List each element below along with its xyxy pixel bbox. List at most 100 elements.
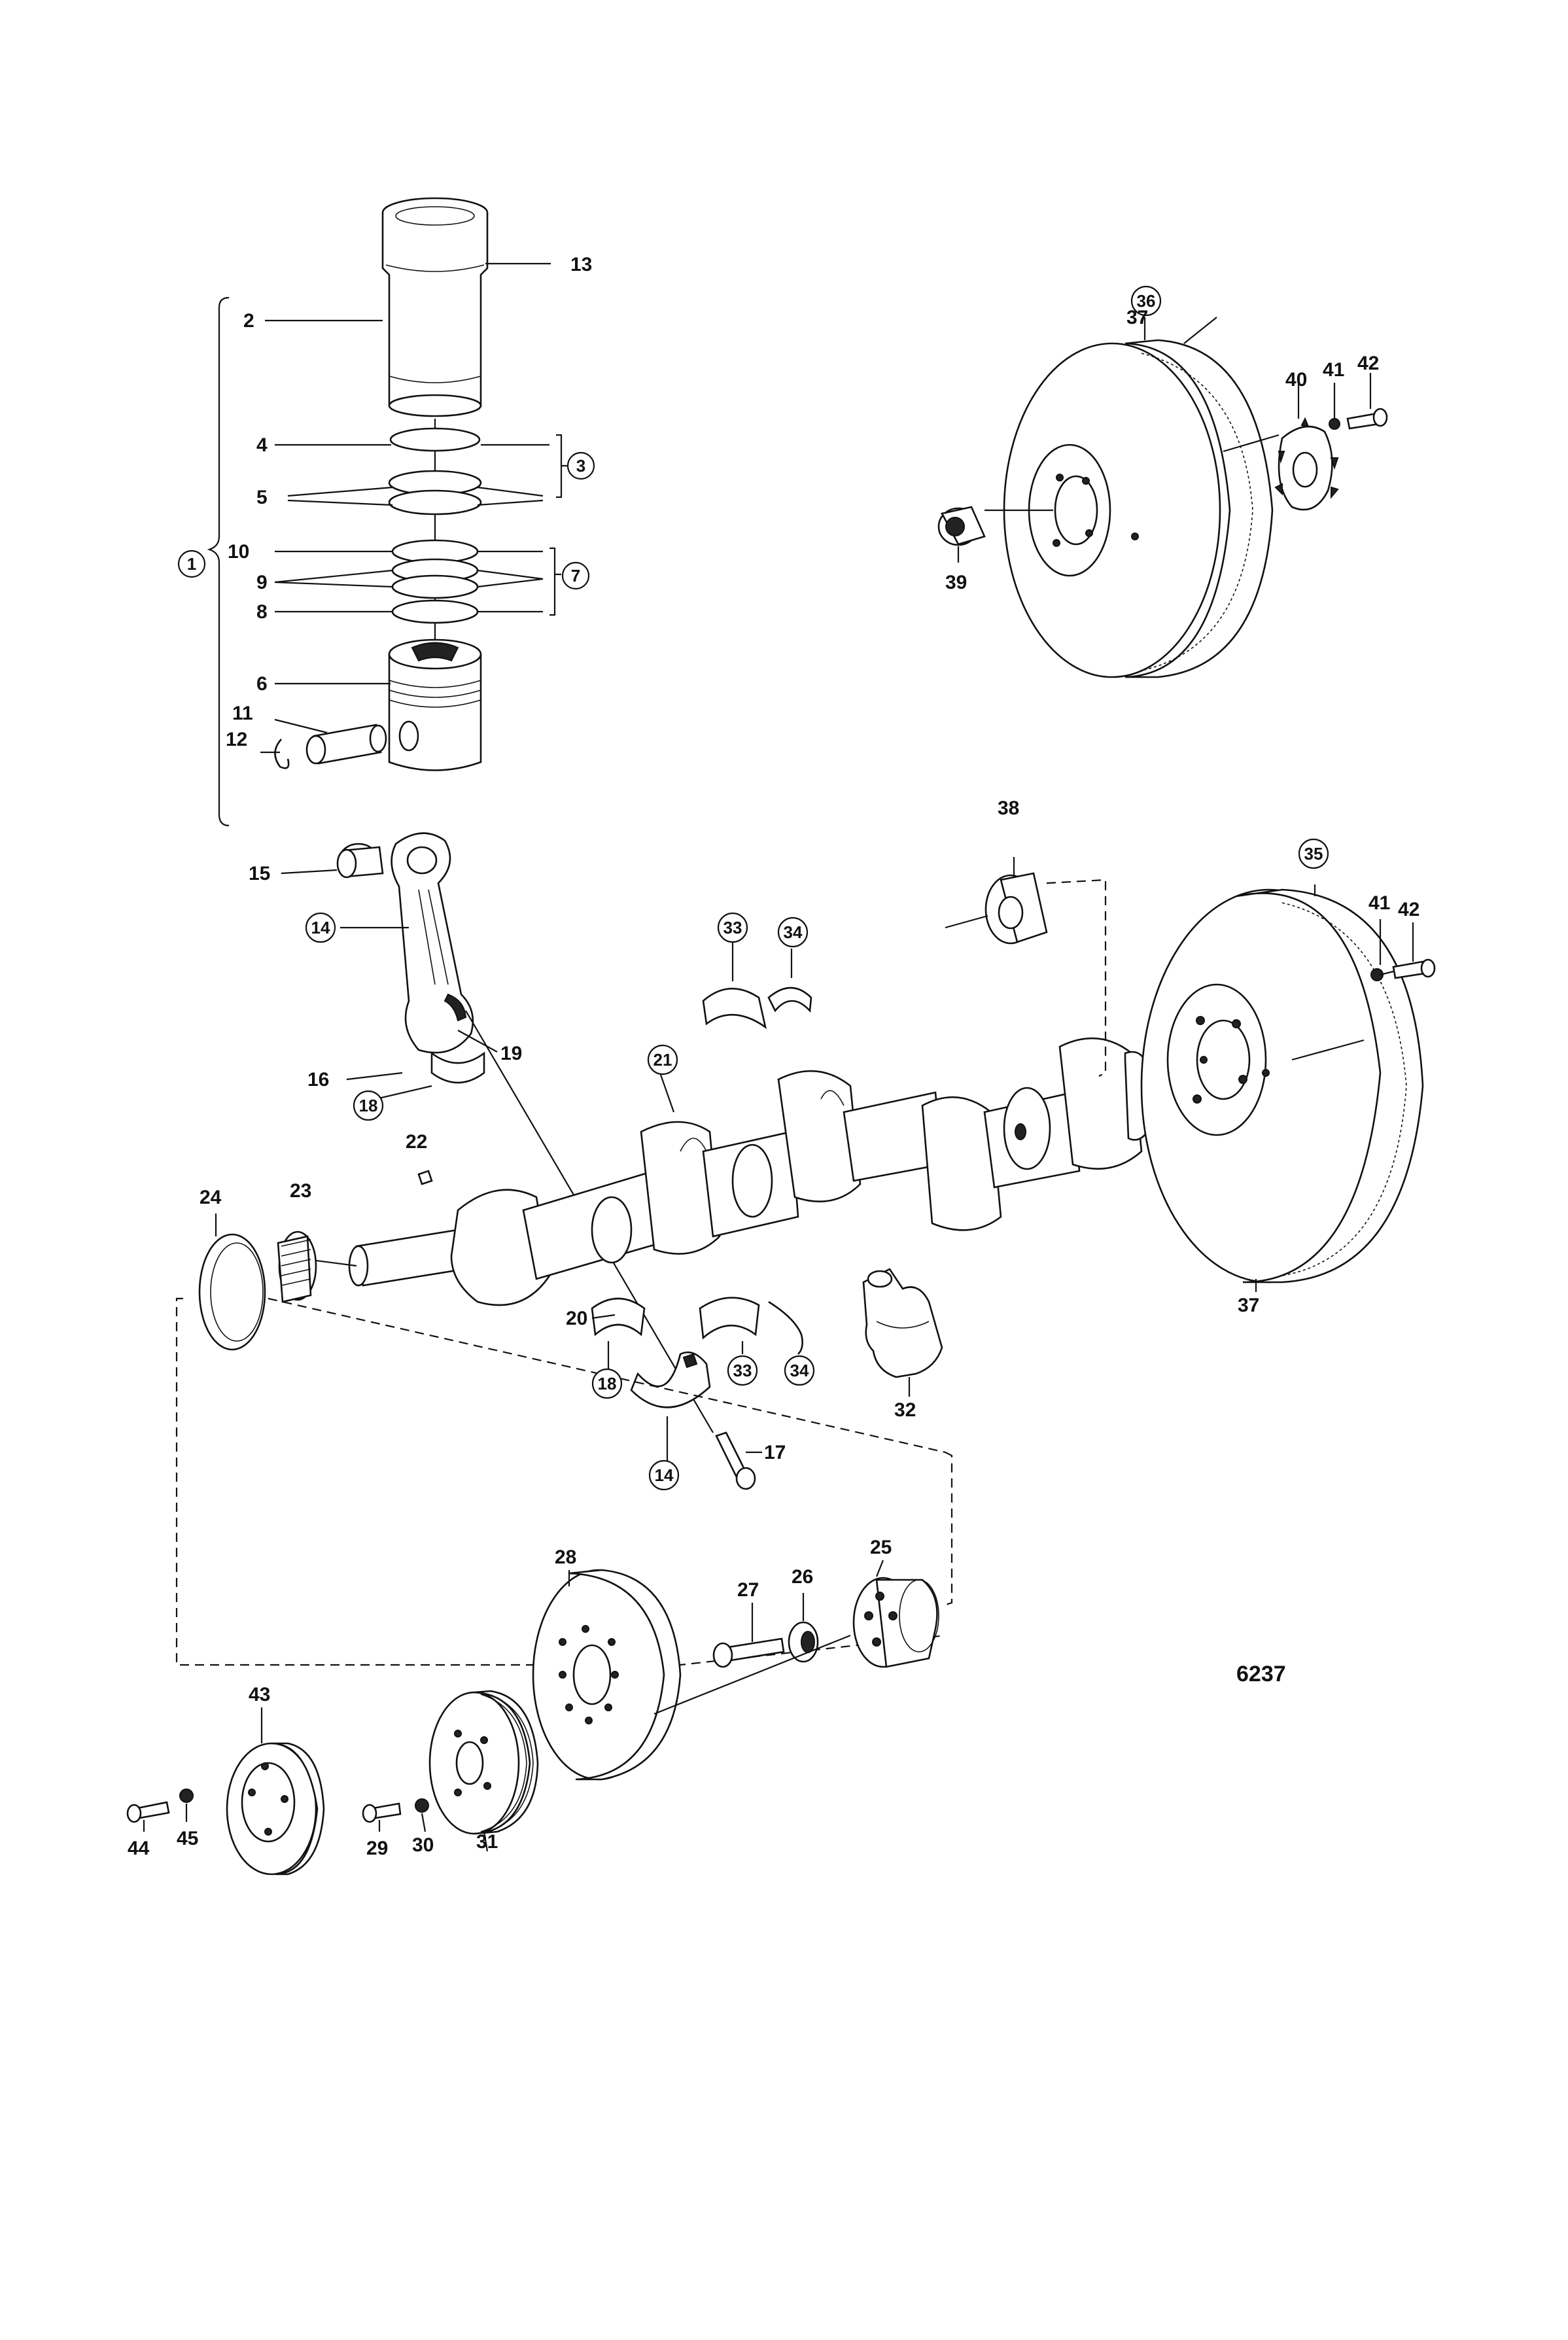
callout-33b: 33 (733, 1361, 752, 1380)
callout-circle-33b (727, 1355, 758, 1386)
callout-13: 13 (570, 254, 592, 275)
group-bracket-3 (556, 434, 568, 498)
callout-5: 5 (256, 487, 268, 508)
callout-1: 1 (187, 554, 196, 574)
cylinder-liner (381, 197, 489, 417)
thrust-washer-upper (767, 987, 812, 1013)
callout-9: 9 (256, 572, 268, 593)
callout-8: 8 (256, 601, 268, 623)
callout-21: 21 (653, 1050, 672, 1070)
callout-44: 44 (128, 1838, 150, 1859)
callout-30: 30 (412, 1834, 434, 1856)
callout-circle-18b (591, 1368, 623, 1399)
washer-30 (415, 1798, 429, 1813)
bearing-shell-upper (430, 1051, 485, 1084)
callout-41b: 41 (1368, 892, 1390, 914)
callout-circle-34a (777, 917, 809, 948)
callout-33a: 33 (723, 918, 742, 937)
piston-ring-8 (391, 599, 479, 624)
callout-circle-14a (305, 912, 336, 943)
thrust-washer-lower (768, 1301, 803, 1355)
callout-15: 15 (249, 863, 270, 884)
pilot-bearing (937, 506, 986, 563)
drawing-number: 6237 (1236, 1662, 1286, 1686)
group-bracket-7 (549, 547, 561, 616)
callout-43: 43 (249, 1684, 270, 1705)
pulley-43 (226, 1707, 325, 1876)
callout-4: 4 (256, 434, 268, 456)
callout-42a: 42 (1357, 353, 1379, 374)
callout-12: 12 (226, 729, 247, 750)
callout-34a: 34 (784, 922, 803, 942)
callout-24: 24 (200, 1187, 222, 1208)
main-bearing-upper (702, 942, 767, 1029)
callout-14b: 14 (655, 1465, 674, 1485)
callout-34b: 34 (790, 1361, 809, 1380)
callout-circle-35 (1298, 838, 1329, 869)
callout-27: 27 (737, 1579, 759, 1601)
callout-18b: 18 (598, 1374, 617, 1393)
callout-31: 31 (476, 1831, 498, 1853)
damper-hub (852, 1560, 939, 1668)
piston (388, 638, 482, 771)
callout-circle-33a (717, 912, 748, 943)
callout-2: 2 (243, 310, 254, 332)
callout-23: 23 (290, 1180, 311, 1202)
piston-ring-9b (391, 574, 479, 599)
oil-slinger (198, 1214, 266, 1351)
callout-circle-34b (784, 1355, 815, 1386)
callout-28: 28 (555, 1546, 576, 1568)
callout-26: 26 (792, 1566, 813, 1588)
callout-38: 38 (998, 797, 1019, 819)
lock-plate (1274, 383, 1339, 511)
callout-19: 19 (500, 1043, 522, 1064)
main-bearing-lower (699, 1297, 760, 1340)
callout-35: 35 (1304, 844, 1323, 864)
flywheel-upper (984, 317, 1280, 678)
pilot-bearing-bush (945, 857, 1107, 1077)
callout-11: 11 (232, 703, 253, 724)
gudgeon-pin (305, 724, 387, 765)
callout-circle-3 (566, 451, 595, 480)
callout-39: 39 (945, 572, 967, 593)
piston-group (207, 197, 568, 827)
callout-18a: 18 (359, 1096, 378, 1115)
callout-circle-21 (647, 1044, 678, 1075)
callout-circle-18a (353, 1090, 384, 1121)
callout-6: 6 (256, 673, 268, 695)
damper-bolt (712, 1603, 785, 1668)
callout-7: 7 (571, 566, 580, 585)
callout-25: 25 (870, 1537, 892, 1558)
callout-circle-14b (648, 1459, 680, 1491)
seal-ring-4 (389, 427, 481, 452)
callout-36: 36 (1137, 291, 1156, 311)
callout-circle-7 (561, 561, 590, 590)
bolt-42-lower (1392, 960, 1426, 979)
callout-40: 40 (1285, 369, 1307, 391)
woodruff-key (417, 1170, 433, 1185)
callout-37a: 37 (1126, 307, 1148, 328)
callout-29: 29 (366, 1838, 388, 1859)
group-bracket-1 (207, 296, 230, 827)
callout-45: 45 (177, 1828, 198, 1849)
pulley-31 (428, 1690, 539, 1852)
callout-16: 16 (307, 1069, 329, 1091)
callout-10: 10 (228, 541, 249, 563)
callout-41a: 41 (1323, 359, 1344, 381)
callout-14a: 14 (311, 918, 330, 937)
callout-20: 20 (566, 1308, 587, 1329)
callout-17: 17 (764, 1442, 786, 1463)
seal-ring-5b (388, 489, 482, 515)
callout-42b: 42 (1398, 899, 1420, 920)
callout-3: 3 (576, 456, 585, 476)
vibration-damper (532, 1569, 851, 1781)
circlip (274, 739, 290, 769)
bearing-shell-lower-20 (591, 1297, 646, 1336)
main-bearing-cap (862, 1268, 943, 1397)
callout-32: 32 (894, 1399, 916, 1421)
washer-41-upper (1329, 418, 1340, 430)
crank-gear (277, 1231, 317, 1303)
callout-circle-36 (1130, 285, 1162, 317)
flywheel-lower (1140, 884, 1436, 1292)
